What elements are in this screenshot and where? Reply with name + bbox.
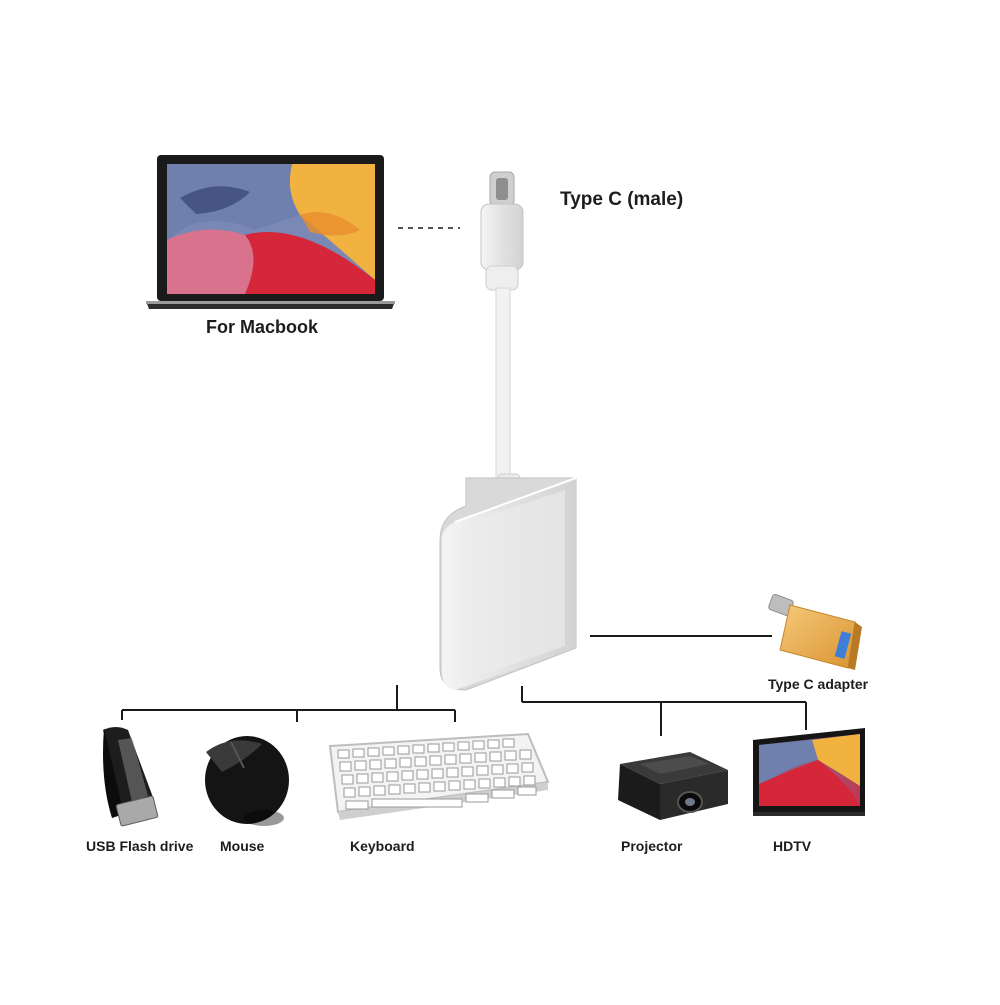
for-macbook-label: For Macbook bbox=[206, 317, 319, 337]
usb-c-cable bbox=[495, 287, 511, 479]
connection-lines bbox=[121, 635, 807, 736]
keyboard-icon bbox=[328, 732, 550, 820]
usb-c-hub-icon bbox=[439, 477, 577, 691]
projector-label: Projector bbox=[621, 838, 683, 854]
hdtv-label: HDTV bbox=[773, 838, 812, 854]
usb-flash-drive-icon bbox=[103, 727, 159, 827]
projector-icon bbox=[618, 752, 728, 820]
usb-c-to-usb-a-adapter-icon bbox=[768, 594, 862, 670]
usb-c-connector bbox=[480, 171, 524, 291]
mouse-label: Mouse bbox=[220, 838, 265, 854]
type-c-male-label: Type C (male) bbox=[560, 189, 684, 210]
tv-icon bbox=[753, 728, 865, 816]
usb-flash-drive-label: USB Flash drive bbox=[86, 838, 194, 854]
mouse-icon bbox=[205, 736, 289, 826]
keyboard-label: Keyboard bbox=[350, 838, 415, 854]
type-c-adapter-label: Type C adapter bbox=[768, 676, 869, 692]
laptop-icon bbox=[146, 155, 395, 309]
